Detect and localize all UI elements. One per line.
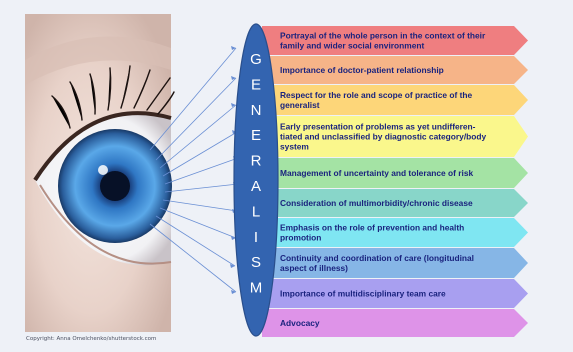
band-text-line: generalist: [280, 100, 320, 110]
band-item: Importance of multidisciplinary team car…: [262, 279, 528, 308]
band-item: Advocacy: [262, 309, 528, 337]
generalism-letter: L: [252, 203, 260, 220]
band-item: Respect for the role and scope of practi…: [262, 85, 528, 115]
band-text-line: Importance of multidisciplinary team car…: [280, 289, 446, 299]
band-shape: [262, 26, 528, 55]
band-text-line: Early presentation of problems as yet un…: [280, 122, 476, 132]
generalism-letter: E: [251, 127, 261, 144]
connector-line: [162, 199, 238, 212]
connector-line: [159, 104, 237, 169]
band-text-line: Emphasis on the role of prevention and h…: [280, 223, 464, 233]
generalism-letter: S: [251, 254, 261, 271]
band-item: Consideration of multimorbidity/chronic …: [262, 189, 528, 217]
generalism-letter: G: [250, 51, 262, 68]
connector-arrowhead: [231, 76, 236, 80]
band-text-line: Consideration of multimorbidity/chronic …: [280, 198, 473, 208]
band-text-line: promotion: [280, 233, 321, 243]
band-shape: [262, 248, 528, 278]
band-shape: [262, 189, 528, 217]
band-text-line: system: [280, 142, 309, 152]
connector-line: [164, 183, 239, 193]
generalism-letter: E: [251, 76, 261, 93]
band-text-line: Management of uncertainty and tolerance …: [280, 168, 473, 178]
generalism-ellipse: [233, 23, 279, 337]
band-shape: [262, 85, 528, 115]
band-text-line: family and wider social environment: [280, 41, 424, 51]
generalism-letter: N: [251, 102, 262, 119]
band-item: Early presentation of problems as yet un…: [262, 116, 528, 157]
connector-line: [159, 207, 237, 239]
connector-arrowhead: [231, 236, 236, 240]
band-shape: [262, 279, 528, 308]
band-text-line: Portrayal of the whole person in the con…: [280, 31, 486, 41]
band-shape: [262, 309, 528, 337]
eyebrow-shadow: [25, 36, 171, 85]
connector-line: [164, 157, 239, 185]
eye-illustration: [25, 14, 175, 332]
band-shape: [262, 116, 528, 157]
connector-line: [149, 47, 237, 151]
band-text-line: Respect for the role and scope of practi…: [280, 90, 473, 100]
connector-arrowhead: [231, 290, 236, 294]
connector-line: [162, 131, 238, 177]
generalism-letter: M: [250, 280, 263, 297]
band-item: Portrayal of the whole person in the con…: [262, 26, 528, 55]
band-shape: [262, 218, 528, 247]
band-text-line: Advocacy: [280, 318, 320, 328]
generalism-letter: A: [251, 178, 261, 195]
generalism-letter: I: [254, 229, 258, 246]
connector-lines: [149, 46, 239, 294]
connector-arrowhead: [231, 46, 236, 50]
band-text-line: Continuity and coordination of care (lon…: [280, 253, 474, 263]
lower-eyelid: [39, 184, 172, 265]
copyright-text: Copyright: Anna Omelchenko/shutterstock.…: [26, 336, 157, 342]
eyelashes: [51, 65, 175, 129]
connector-line: [155, 77, 237, 161]
band-text-line: aspect of illness): [280, 263, 348, 273]
band-text-line: tiated and unclassified by diagnostic ca…: [280, 132, 487, 142]
connector-arrowhead: [231, 103, 236, 107]
connector-line: [155, 215, 236, 267]
band-item: Importance of doctor-patient relationshi…: [262, 56, 528, 84]
band-shape: [262, 158, 528, 188]
connector-arrowhead: [230, 264, 235, 268]
pupil: [100, 171, 130, 201]
connector-line: [149, 223, 237, 293]
band-text-line: Importance of doctor-patient relationshi…: [280, 65, 444, 75]
band-item: Emphasis on the role of prevention and h…: [262, 218, 528, 247]
item-bands: Portrayal of the whole person in the con…: [262, 26, 528, 337]
upper-eyelid: [33, 111, 172, 182]
band-item: Continuity and coordination of care (lon…: [262, 248, 528, 278]
generalism-letter: R: [251, 153, 262, 170]
band-shape: [262, 56, 528, 84]
band-item: Management of uncertainty and tolerance …: [262, 158, 528, 188]
eye-highlight: [98, 165, 108, 175]
